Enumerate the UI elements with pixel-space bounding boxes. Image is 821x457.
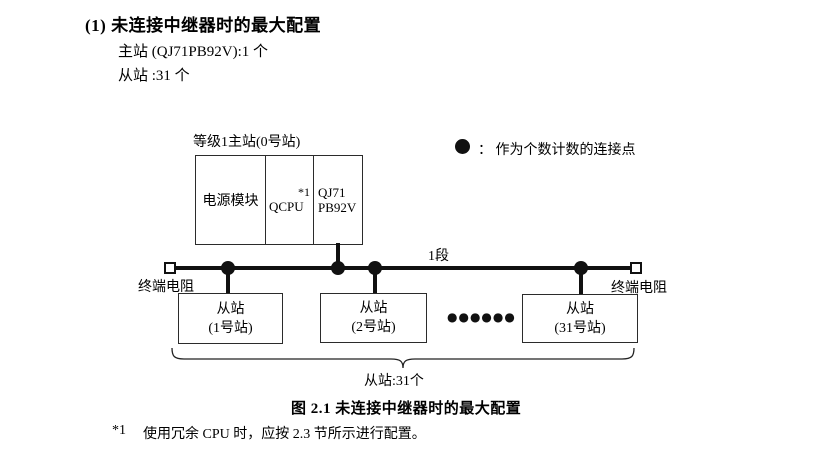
footnote-marker: *1 [112,423,126,438]
legend-text: ： 作为个数计数的连接点 [478,143,636,158]
connection-point-icon [455,139,470,154]
page-title: (1) 未连接中继器时的最大配置 [85,16,322,35]
slave2-label-line2: (2号站) [351,320,396,335]
power-module-label: 电源模块 [202,194,259,209]
footnote-reference: *1 [298,185,310,199]
drop-line-master [336,243,340,270]
terminating-resistor-left-label: 终端电阻 [138,280,194,295]
qj71-label-line1: QJ71 [318,185,346,200]
slave1-label-line1: 从站 [216,301,245,317]
slave31-label-line1: 从站 [566,301,594,317]
slave-station-box-1: 从站 (1号站) [178,293,283,344]
bus-line [172,266,634,270]
connection-dot-slave31 [574,261,588,275]
qcpu-cell: *1 QCPU [266,156,314,244]
qj71pb92v-cell: QJ71 PB92V [314,156,362,244]
master-station-label: 等级1主站(0号站) [193,135,301,150]
segment-label: 1段 [428,249,449,264]
slave2-label-line1: 从站 [359,301,388,316]
ellipsis-dots: ●●●●●● [447,310,516,324]
drop-line-slave1 [226,266,230,293]
slave-station-box-31: 从站 (31号站) [522,294,638,343]
master-station-count: 主站 (QJ71PB92V):1 个 [118,44,269,60]
master-station-box: 电源模块 *1 QCPU QJ71 PB92V [195,155,363,245]
terminating-resistor-right-icon [630,262,642,274]
qcpu-label: QCPU [269,199,304,214]
connection-dot-slave2 [368,261,382,275]
underbrace [171,347,635,369]
connection-dot-slave1 [221,261,235,275]
slave31-label-line2: (31号站) [554,320,606,336]
footnote-text: 使用冗余 CPU 时，应按 2.3 节所示进行配置。 [143,427,426,442]
drop-line-slave2 [373,266,377,293]
slave1-label-line2: (1号站) [208,320,253,336]
power-module-cell: 电源模块 [196,156,266,244]
figure-caption: 图 2.1 未连接中继器时的最大配置 [291,401,522,417]
brace-label: 从站:31个 [364,374,424,389]
qj71-label-line2: PB92V [318,200,357,215]
terminating-resistor-left-icon [164,262,176,274]
slave-station-count: 从站 :31 个 [118,68,190,84]
terminating-resistor-right-label: 终端电阻 [611,281,667,296]
drop-line-slave31 [579,266,583,295]
slave-station-box-2: 从站 (2号站) [320,293,427,343]
connection-dot-master [331,261,345,275]
